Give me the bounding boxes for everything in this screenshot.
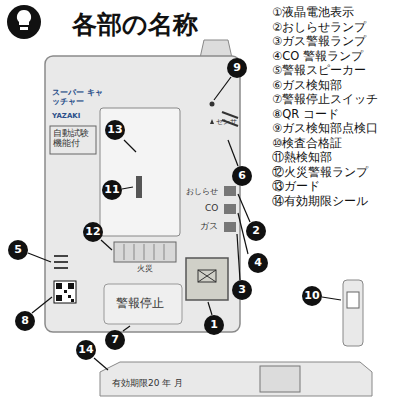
expiry-label: 有効期限20 年 月	[112, 378, 183, 388]
battery-icon	[198, 270, 216, 282]
notice-lamp	[224, 186, 236, 196]
bulb-base	[20, 27, 28, 30]
fire-lamp	[114, 242, 176, 262]
switch-label: 警報停止	[116, 297, 164, 311]
legend-item: ⑥ガス検知部	[272, 79, 342, 92]
battery-cross	[198, 270, 216, 282]
callout-number: 12	[83, 222, 103, 242]
maker-name: YAZAKI	[52, 112, 80, 120]
bulb-icon	[7, 5, 41, 39]
legend-item: ①液晶電池表示	[272, 6, 354, 19]
sensor-slot	[222, 112, 238, 118]
legend-item: ⑫火災警報ランプ	[272, 166, 368, 179]
callout-number: 1	[204, 315, 224, 335]
legend-item: ⑪熱検知部	[272, 151, 332, 164]
legend-item: ⑭有効期限シール	[272, 195, 368, 208]
legend-item: ⑨ガス検知部点検口	[272, 122, 378, 135]
lamp-label: おしらせ	[186, 187, 218, 196]
speaker-slots	[54, 256, 68, 268]
callout-number: 2	[246, 221, 266, 241]
callout-number: 9	[227, 58, 247, 78]
lamp-label: ガス	[200, 221, 218, 231]
sensor-arrow	[210, 119, 214, 124]
heat-detector	[136, 176, 142, 198]
sensor-port	[210, 102, 215, 107]
legend-item: ④CO 警報ランプ	[272, 50, 363, 63]
callout-number: 4	[248, 253, 268, 273]
bottom-lcd	[260, 366, 300, 392]
callout-number: 8	[15, 311, 35, 331]
guard	[100, 108, 180, 236]
bottom-view	[100, 362, 372, 396]
callout-number: 10	[302, 286, 322, 306]
legend-item: ②おしらせランプ	[272, 21, 366, 34]
gas-lamp	[224, 222, 236, 232]
legend-item: ⑬ガード	[272, 180, 320, 193]
legend-item: ⑩検査合格証	[272, 137, 342, 150]
stop-switch	[104, 284, 182, 324]
feature-note: 自動試験 機能付	[53, 128, 95, 149]
callout-number: 14	[76, 340, 96, 360]
legend-item: ⑤警報スピーカー	[272, 64, 366, 77]
callout-number: 6	[232, 166, 252, 186]
callout-number: 11	[102, 180, 122, 200]
bulb-shape	[17, 10, 31, 25]
callout-number: 7	[105, 330, 125, 350]
lamp-label: CO	[205, 203, 218, 213]
legend-item: ③ガス警報ランプ	[272, 35, 366, 48]
page-title: 各部の名称	[72, 8, 198, 41]
brand-name: スーパー キャッチャー	[52, 88, 108, 106]
qr-code	[54, 281, 76, 303]
inspection-sticker	[347, 292, 359, 308]
housing	[45, 56, 240, 332]
sensor-label: センサ	[216, 118, 237, 126]
callout-number: 5	[8, 240, 28, 260]
auto-test-box	[50, 126, 96, 154]
legend-item: ⑦警報停止スイッチ	[272, 93, 378, 106]
co-lamp	[224, 204, 236, 214]
lcd	[186, 258, 228, 300]
lamp-label: 火災	[137, 264, 153, 273]
callout-number: 13	[105, 120, 125, 140]
callout-number: 3	[232, 280, 252, 300]
battery-cross	[198, 270, 216, 282]
fire-lamp-stripes	[124, 244, 164, 260]
legend-item: ⑧QR コード	[272, 108, 339, 121]
leader-lines	[28, 77, 341, 370]
side-view	[343, 280, 363, 346]
